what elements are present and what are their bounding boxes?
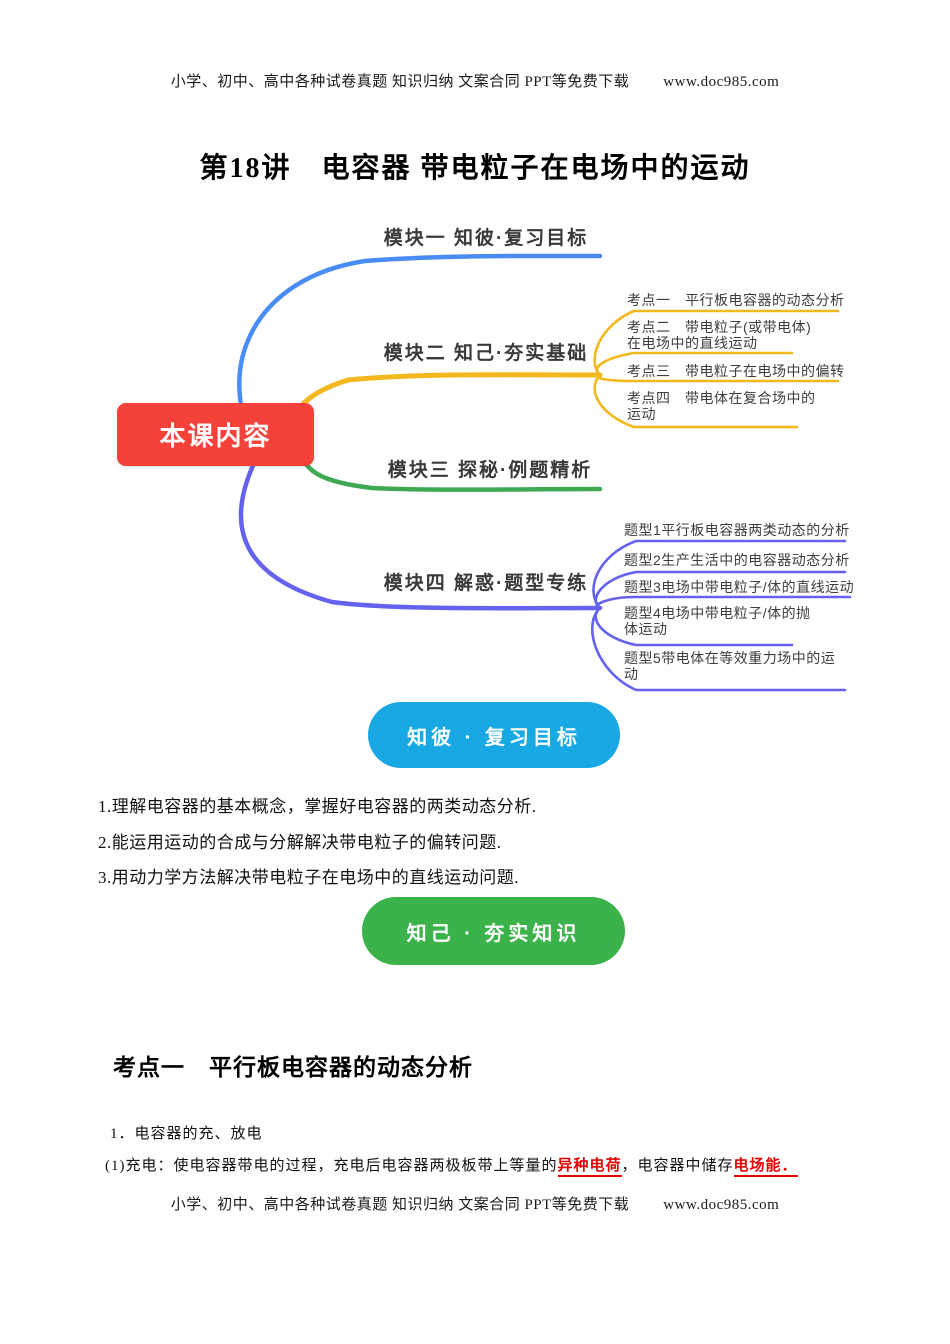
mindmap-leaf-tixing1: 题型1平行板电容器两类动态的分析 [624,522,850,538]
footer-slogan: 小学、初中、高中各种试卷真题 知识归纳 文案合同 PPT等免费下载 [170,1197,630,1213]
page-header: 小学、初中、高中各种试卷真题 知识归纳 文案合同 PPT等免费下载 www.doc… [0,70,950,91]
charging-highlight-charge-type: 异种电荷 [557,1158,622,1177]
body-paragraph-charging: (1)充电：使电容器带电的过程，充电后电容器两极板带上等量的异种电荷，电容器中储… [105,1154,905,1177]
leaf-line-tixing5 [590,606,847,692]
mindmap-branch-module2: 模块二 知己·夯实基础 [383,343,589,364]
body-item-charging-title: 1．电容器的充、放电 [110,1126,263,1142]
leaf-line: 体运动 [624,621,668,637]
footer-url: www.doc985.com [663,1197,780,1213]
branch-line-module1 [237,253,603,455]
section-pill-basics: 知己 · 夯实知识 [362,897,625,965]
leaf-line-kaodian4 [593,373,799,429]
mindmap-leaf-kaodian3: 考点三 带电粒子在电场中的偏转 [627,363,845,379]
branch-line-module3 [297,447,603,492]
leaf-line: 动 [624,666,639,682]
leaf-line: 运动 [627,406,656,422]
leaf-line: 题型4电场中带电粒子/体的抛 [624,605,811,621]
leaf-line-kaodian2 [595,351,794,377]
leaf-line-tixing3 [595,595,852,610]
header-slogan: 小学、初中、高中各种试卷真题 知识归纳 文案合同 PPT等免费下载 [170,74,630,90]
mindmap-leaf-kaodian2: 考点二 带电粒子(或带电体) 在电场中的直线运动 [627,319,811,351]
leaf-line: 题型5带电体在等效重力场中的运 [624,650,836,666]
goal-item-2: 2.能运用运动的合成与分解解决带电粒子的偏转问题. [98,833,502,852]
goal-item-3: 3.用动力学方法解决带电粒子在电场中的直线运动问题. [98,868,519,887]
branch-line-module4 [238,452,603,611]
charging-text-mid: ，电容器中储存 [621,1158,734,1174]
mindmap-branch-module3: 模块三 探秘·例题精析 [387,460,593,481]
mindmap-leaf-kaodian4: 考点四 带电体在复合场中的 运动 [627,390,816,422]
leaf-line: 在电场中的直线运动 [627,335,758,351]
section-pill-review-goals: 知彼 · 复习目标 [368,702,620,768]
mindmap-branch-module1: 模块一 知彼·复习目标 [383,228,589,249]
section-heading-kaodian1: 考点一 平行板电容器的动态分析 [113,1054,473,1080]
mindmap-leaf-tixing4: 题型4电场中带电粒子/体的抛 体运动 [624,605,811,637]
leaf-line: 考点四 带电体在复合场中的 [627,390,816,406]
charging-text-prefix: (1)充电：使电容器带电的过程，充电后电容器两极板带上等量的 [105,1158,558,1174]
mindmap-root-node: 本课内容 [117,403,314,466]
mindmap-leaf-kaodian1: 考点一 平行板电容器的动态分析 [627,292,845,308]
page-title: 第18讲 电容器 带电粒子在电场中的运动 [199,153,751,184]
goal-item-1: 1.理解电容器的基本概念，掌握好电容器的两类动态分析. [98,797,537,816]
page-footer: 小学、初中、高中各种试卷真题 知识归纳 文案合同 PPT等免费下载 www.doc… [0,1193,950,1214]
mindmap-leaf-tixing3: 题型3电场中带电粒子/体的直线运动 [624,579,855,595]
mindmap-branch-module4: 模块四 解惑·题型专练 [383,573,589,594]
leaf-line: 考点二 带电粒子(或带电体) [627,319,812,335]
mindmap-leaf-tixing2: 题型2生产生活中的电容器动态分析 [624,552,850,568]
mindmap-leaf-tixing5: 题型5带电体在等效重力场中的运 动 [624,650,835,682]
charging-highlight-field-energy: 电场能． [733,1158,798,1177]
header-url: www.doc985.com [663,74,780,90]
branch-line-module2 [287,372,603,443]
